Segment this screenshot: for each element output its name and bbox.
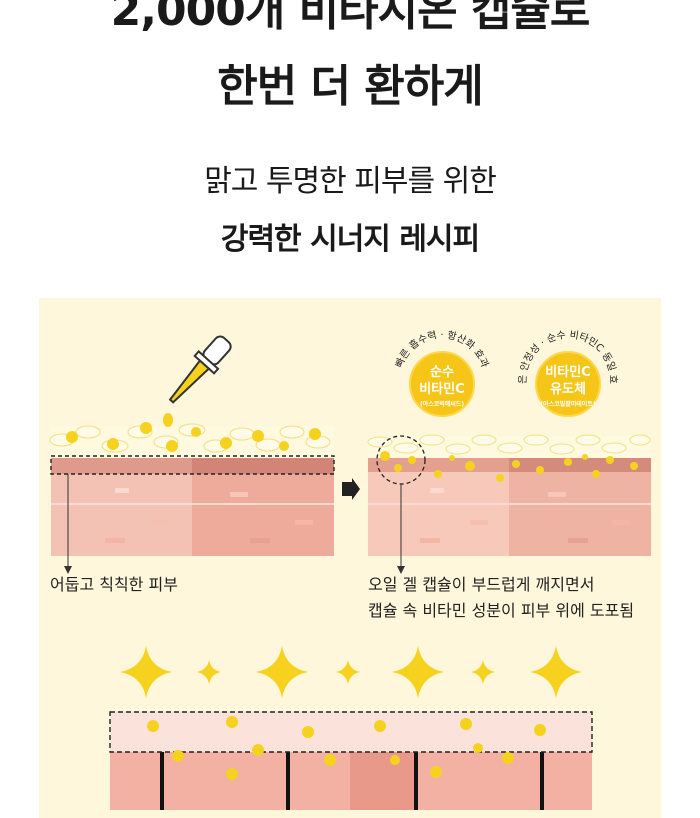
left-dashed-box xyxy=(50,455,335,475)
left-capsule-dots xyxy=(66,422,321,452)
bottom-skin-block xyxy=(109,711,593,810)
svg-text:순수: 순수 xyxy=(430,365,454,380)
svg-text:높은 안정성 · 순수 비타민C 동일 효과: 높은 안정성 · 순수 비타민C 동일 효과 xyxy=(0,0,619,384)
left-caption: 어둡고 칙칙한 피부 xyxy=(50,575,178,594)
right-absorbed-dots xyxy=(380,451,638,482)
subheadline-line1: 맑고 투명한 피부를 위한 xyxy=(204,164,497,199)
svg-text:(아스코빅애씨드): (아스코빅애씨드) xyxy=(420,400,464,408)
svg-text:비타민C: 비타민C xyxy=(419,381,464,397)
bottom-dots xyxy=(147,716,546,780)
badge-pure-vitamin-c: 빠른 흡수력 · 항산화 효과 순수 비타민C (아스코빅애씨드) xyxy=(393,329,491,417)
right-arrow-icon xyxy=(342,478,360,500)
dropper-icon xyxy=(168,335,232,404)
badge-vitamin-c-derivative: 높은 안정성 · 순수 비타민C 동일 효과 비타민C 유도체 (아스코빌팔미테… xyxy=(0,0,619,417)
subheadline-line2: 강력한 시너지 레시피 xyxy=(220,222,480,257)
sparkle-row xyxy=(120,646,582,698)
svg-text:비타민C: 비타민C xyxy=(545,364,590,380)
right-skin-block xyxy=(368,458,651,556)
left-skin-block xyxy=(51,458,334,556)
right-capsule-layer xyxy=(367,434,651,458)
svg-text:유도체: 유도체 xyxy=(550,382,586,397)
headline-line2: 한번 더 환하게 xyxy=(217,61,484,112)
headline-line1: 2,000개 비타시온 캡슐로 xyxy=(110,0,591,36)
right-caption-line2: 캡슐 속 비타민 성분이 피부 위에 도포됨 xyxy=(368,601,635,620)
svg-text:(아스코빌팔미테이트): (아스코빌팔미테이트) xyxy=(540,400,595,408)
right-caption-line1: 오일 겔 캡슐이 부드럽게 깨지면서 xyxy=(368,575,595,594)
